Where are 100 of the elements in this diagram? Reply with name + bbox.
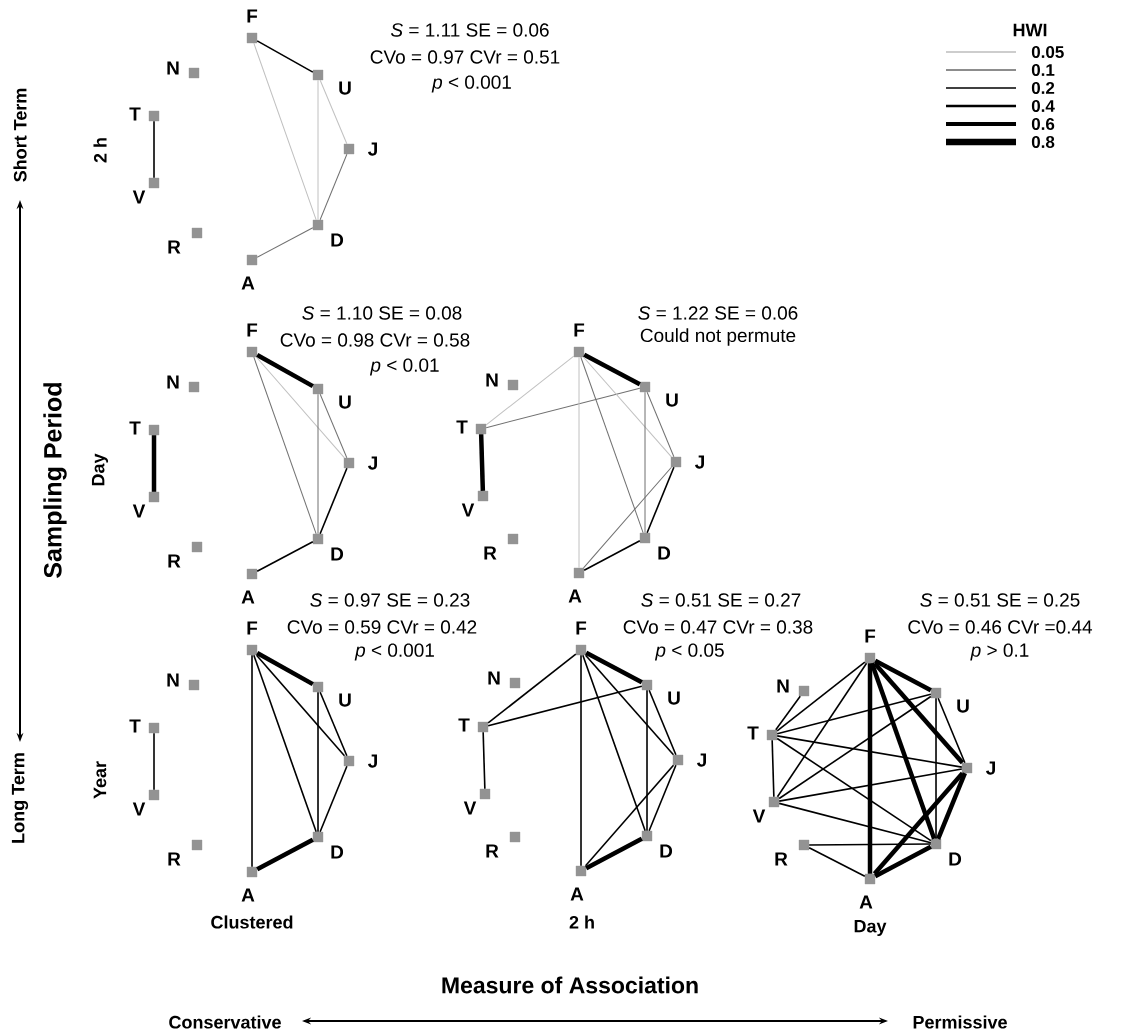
node-label: J xyxy=(368,456,377,470)
node-label: J xyxy=(986,761,995,775)
axis-label: Day xyxy=(854,919,887,937)
network-edge xyxy=(319,79,348,145)
legend-text: 0.8 xyxy=(1031,136,1055,149)
statistics-text: p < 0.001 xyxy=(354,643,434,661)
network-edge xyxy=(776,737,932,842)
node-label: U xyxy=(957,699,969,713)
network-edge xyxy=(487,685,643,727)
network-edge xyxy=(153,732,155,791)
network-edge xyxy=(583,466,672,569)
network-edge xyxy=(253,42,317,221)
statistics-text: p < 0.05 xyxy=(654,643,724,661)
node-label: A xyxy=(568,589,582,603)
network-edge xyxy=(808,846,866,878)
network-edge xyxy=(583,356,672,458)
network-edge xyxy=(317,393,319,535)
statistics-text: CVo = 0.97 CVr = 0.51 xyxy=(370,50,560,64)
statistics-text: S = 1.22 SE = 0.06 xyxy=(638,306,798,320)
node-label: F xyxy=(865,629,876,643)
network-edge xyxy=(585,836,643,871)
network-edge xyxy=(644,391,646,534)
node-label: R xyxy=(775,852,788,866)
network-edge xyxy=(319,765,348,833)
axis-label: Long Term xyxy=(11,753,29,843)
network-edge xyxy=(778,695,932,800)
network-edge xyxy=(253,356,317,535)
node-label: R xyxy=(486,844,499,858)
network-edge xyxy=(776,661,866,732)
statistics-text: p < 0.01 xyxy=(369,358,439,376)
axis-label: Conservative xyxy=(169,1015,281,1029)
node-label: V xyxy=(461,503,475,517)
legend-text: 0.6 xyxy=(1031,118,1055,131)
node-label: F xyxy=(247,9,258,23)
network-edge xyxy=(256,540,314,573)
network-edge xyxy=(936,772,967,840)
network-edge xyxy=(482,731,486,790)
node-label: U xyxy=(339,693,351,707)
legend-title: HWI xyxy=(1013,23,1047,37)
network-edge xyxy=(583,539,641,572)
axis-label: 2 h xyxy=(569,915,594,929)
statistics-text: S = 0.97 SE = 0.23 xyxy=(310,593,470,607)
network-edge xyxy=(580,654,582,867)
node-label: V xyxy=(132,190,146,204)
statistics-text: Could not permute xyxy=(640,328,796,346)
network-edge xyxy=(485,355,575,426)
node-label: D xyxy=(331,845,344,859)
network-edge xyxy=(487,653,577,724)
network-edge xyxy=(253,654,317,833)
network-edge xyxy=(256,40,314,73)
node-label: R xyxy=(484,546,497,560)
node-label: D xyxy=(331,233,344,247)
node-label: A xyxy=(570,887,584,901)
node-label: A xyxy=(241,888,255,902)
network-edge xyxy=(776,693,932,735)
network-edge xyxy=(319,153,348,221)
statistics-text: S = 1.10 SE = 0.08 xyxy=(302,306,462,320)
network-edge xyxy=(151,435,157,492)
node-label: A xyxy=(859,895,873,909)
node-label: J xyxy=(697,753,706,767)
network-edge xyxy=(255,654,346,757)
statistics-text: S = 1.11 SE = 0.06 xyxy=(390,23,549,37)
node-label: A xyxy=(241,276,255,290)
network-edge xyxy=(776,735,963,768)
network-edge xyxy=(256,356,345,459)
node-label: D xyxy=(660,844,673,858)
node-label: T xyxy=(129,719,141,733)
network-edge xyxy=(153,120,155,179)
node-label: V xyxy=(752,809,766,823)
node-label: N xyxy=(167,673,179,687)
axis-label: Short Term xyxy=(13,88,27,182)
node-label: D xyxy=(658,546,671,560)
network-edge xyxy=(251,654,253,868)
node-label: T xyxy=(129,421,141,435)
network-edge xyxy=(648,764,677,832)
network-edge xyxy=(584,654,675,756)
network-edge xyxy=(646,689,648,832)
node-label: F xyxy=(247,323,258,337)
network-edge xyxy=(776,662,868,798)
node-label: R xyxy=(168,852,181,866)
network-edge xyxy=(771,739,775,798)
network-edge xyxy=(869,662,937,840)
network-edge xyxy=(867,663,873,874)
network-edge xyxy=(584,764,675,867)
node-label: D xyxy=(331,547,344,561)
node-label: N xyxy=(167,375,179,389)
node-label: J xyxy=(368,754,377,768)
statistics-text: CVo = 0.59 CVr = 0.42 xyxy=(287,620,477,634)
network-edge xyxy=(874,844,932,879)
network-edge xyxy=(778,768,963,802)
node-label: N xyxy=(488,671,500,685)
node-label: N xyxy=(777,679,789,693)
network-edge xyxy=(778,802,932,844)
node-label: V xyxy=(463,801,477,815)
node-label: J xyxy=(368,142,377,156)
network-edge xyxy=(775,695,802,731)
node-label: F xyxy=(576,621,587,635)
network-edge xyxy=(582,654,646,832)
network-edge xyxy=(937,697,966,764)
network-edge xyxy=(872,771,965,876)
